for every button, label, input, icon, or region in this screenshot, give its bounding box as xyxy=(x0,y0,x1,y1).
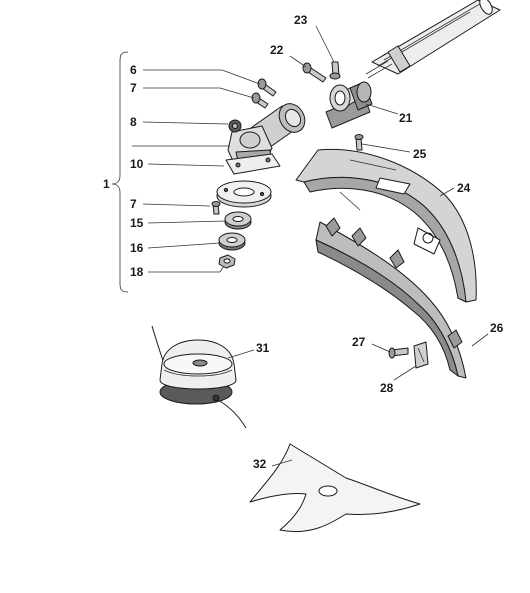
outer-washer xyxy=(218,232,246,251)
callout-31: 31 xyxy=(256,341,270,355)
three-tooth-blade xyxy=(249,443,421,533)
flange-screw xyxy=(211,201,221,215)
cutting-guard xyxy=(295,148,477,303)
callout-21: 21 xyxy=(399,111,413,125)
callout-18: 18 xyxy=(130,265,144,279)
gearbox-head xyxy=(225,103,306,175)
blade-nut xyxy=(218,254,236,269)
callout-25: 25 xyxy=(413,147,427,161)
clamp-screw xyxy=(329,61,341,80)
shaft-clamp xyxy=(325,81,373,129)
callout-1: 1 xyxy=(103,177,110,191)
callout-6: 6 xyxy=(130,63,137,77)
callout-15: 15 xyxy=(130,216,144,230)
guard-deflector xyxy=(315,217,467,379)
callout-16: 16 xyxy=(130,241,144,255)
callout-32: 32 xyxy=(253,457,267,471)
gearbox-screw-long xyxy=(257,78,277,97)
inner-washer xyxy=(224,211,252,230)
callout-27: 27 xyxy=(352,335,366,349)
line-cutter-blade xyxy=(413,341,429,369)
flange-plate xyxy=(216,180,272,208)
gearbox-knob xyxy=(228,119,242,133)
callout-8: 8 xyxy=(130,115,137,129)
drive-shaft-tube xyxy=(365,0,501,79)
leader-lines xyxy=(111,25,489,467)
callout-28: 28 xyxy=(380,381,394,395)
callout-7-screw: 7 xyxy=(130,81,137,95)
callout-26: 26 xyxy=(490,321,504,335)
guard-screw xyxy=(354,134,364,151)
callout-22: 22 xyxy=(270,43,284,57)
clamp-bolt xyxy=(302,62,327,83)
callout-7-flange-screw: 7 xyxy=(130,197,137,211)
callout-23: 23 xyxy=(294,13,308,27)
deflector-screw xyxy=(388,347,409,359)
trimmer-head xyxy=(151,325,247,429)
callout-10: 10 xyxy=(130,157,144,171)
gearbox-screw-short xyxy=(251,92,269,109)
callout-24: 24 xyxy=(457,181,471,195)
